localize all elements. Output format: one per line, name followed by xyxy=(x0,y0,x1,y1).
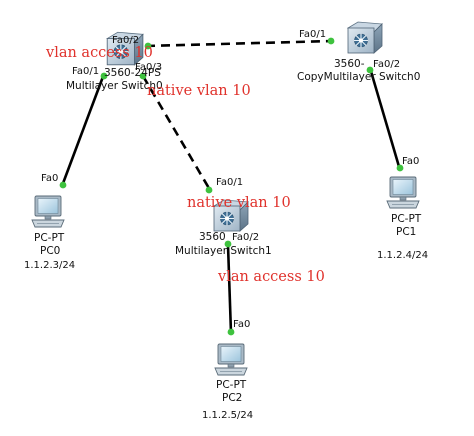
copy-mls0-model-label: 3560- xyxy=(334,58,365,70)
pc1-type-label: PC-PT xyxy=(391,213,422,225)
port-light-mls0-fa03 xyxy=(139,72,147,80)
link-mls1-pc2[interactable] xyxy=(226,244,233,334)
pc1-ip-label: 1.1.2.4/24 xyxy=(377,250,428,261)
pc0-ip-label: 1.1.2.3/24 xyxy=(24,260,75,271)
mls1-fa01-label: Fa0/1 xyxy=(216,177,243,188)
copy-mls0-name-label: CopyMultilayer Switch0 xyxy=(297,71,420,83)
port-labels: Fa0/2 Fa0/1 Fa0/3 Fa0/1 Fa0/2 Fa0/1 Fa0/… xyxy=(41,29,419,330)
device-pc0[interactable] xyxy=(31,195,65,228)
pc2-fa0-label: Fa0 xyxy=(233,319,250,330)
link-mls0-mls1-dashed[interactable] xyxy=(141,75,212,191)
pc0-fa0-label: Fa0 xyxy=(41,173,58,184)
port-lights xyxy=(59,37,404,336)
device-labels: 3560-24PS Multilayer Switch0 3560- CopyM… xyxy=(24,58,428,421)
links-layer xyxy=(60,39,402,334)
pc-icon xyxy=(214,343,248,376)
device-copy-multilayer-switch0[interactable] xyxy=(347,21,383,54)
annotation-native-vlan-mid: native vlan 10 xyxy=(187,195,291,211)
pc1-name-label: PC1 xyxy=(396,226,416,238)
port-light-copy-fa01 xyxy=(327,37,335,45)
link-mls0-pc0[interactable] xyxy=(60,73,106,187)
pc-icon xyxy=(386,176,420,209)
port-light-pc2-fa0 xyxy=(227,328,235,336)
annotation-vlan-access-bottom: vlan access 10 xyxy=(217,269,325,285)
link-mls0-copy-dashed[interactable] xyxy=(145,39,334,48)
port-light-mls1-fa02 xyxy=(224,240,232,248)
mls0-fa02-label: Fa0/2 xyxy=(112,35,139,46)
copy-fa01-label: Fa0/1 xyxy=(299,29,326,40)
mls1-model-label: 3560 xyxy=(199,231,226,243)
port-light-pc0-fa0 xyxy=(59,181,67,189)
pc2-type-label: PC-PT xyxy=(216,379,247,391)
pc0-type-label: PC-PT xyxy=(34,232,65,244)
mls0-fa01-label: Fa0/1 xyxy=(72,66,99,77)
mls0-model-label: 3560-24PS xyxy=(104,67,161,79)
port-light-copy-fa02 xyxy=(366,66,374,74)
device-pc2[interactable] xyxy=(214,343,248,376)
device-pc1[interactable] xyxy=(386,176,420,209)
port-light-mls1-fa01 xyxy=(205,186,213,194)
port-light-pc1-fa0 xyxy=(396,164,404,172)
annotation-vlan-access-top: vlan access 10 xyxy=(45,45,153,61)
pc-icon xyxy=(31,195,65,228)
mls1-name-label: Multilayer Switch1 xyxy=(175,245,272,257)
annotation-native-vlan-top: native vlan 10 xyxy=(147,83,251,99)
port-light-mls0-fa02 xyxy=(144,42,152,50)
mls1-fa02-label: Fa0/2 xyxy=(232,232,259,243)
pc0-name-label: PC0 xyxy=(40,245,60,257)
pc1-fa0-label: Fa0 xyxy=(402,156,419,167)
pc2-ip-label: 1.1.2.5/24 xyxy=(202,410,253,421)
port-light-mls0-fa01 xyxy=(100,72,108,80)
mls0-fa03-label: Fa0/3 xyxy=(135,62,162,73)
copy-fa02-label: Fa0/2 xyxy=(373,59,400,70)
mls0-name-label: Multilayer Switch0 xyxy=(66,80,163,92)
pc2-name-label: PC2 xyxy=(222,392,242,404)
multilayer-switch-icon xyxy=(347,21,383,54)
link-copy-pc1[interactable] xyxy=(368,67,402,171)
vlan-annotations: vlan access 10 native vlan 10 native vla… xyxy=(45,45,325,285)
